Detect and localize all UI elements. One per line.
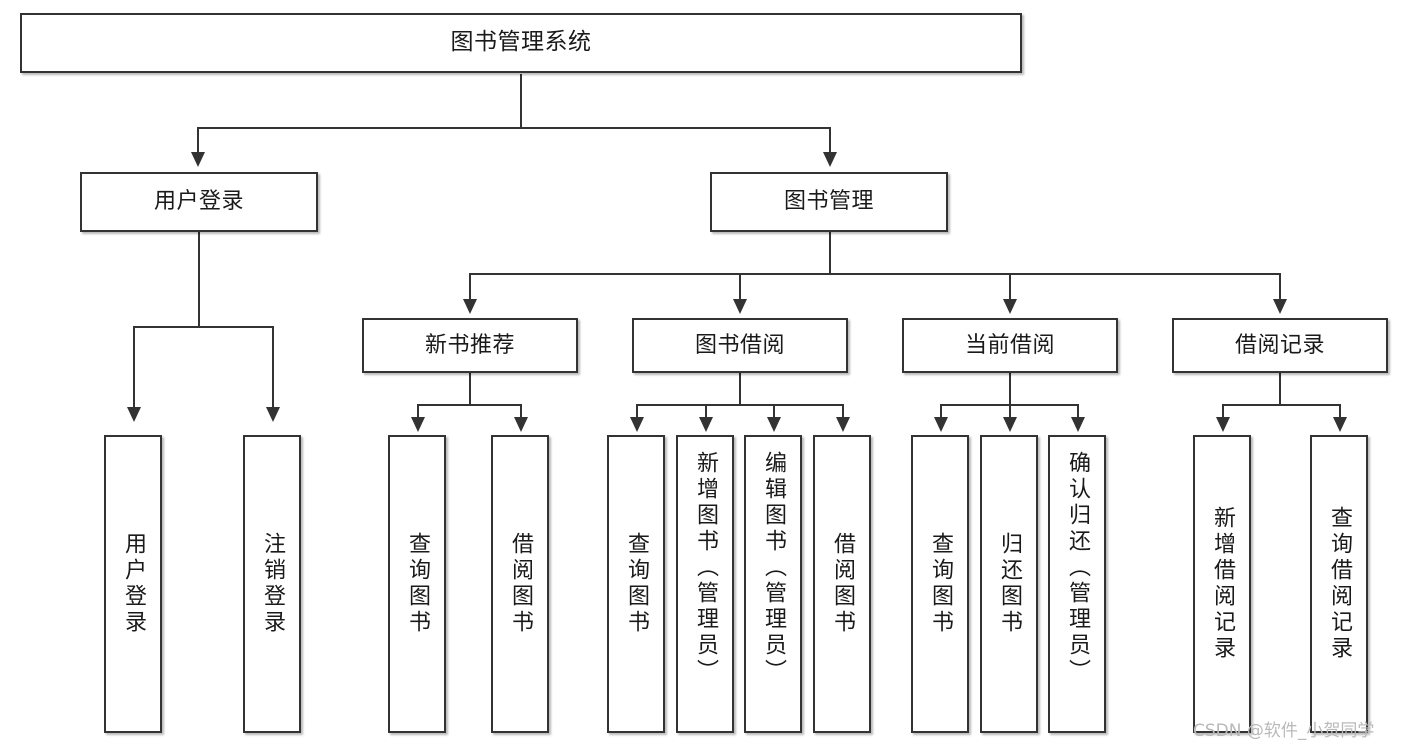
leaf-current-borrow-return-book[interactable]: 归还图书 <box>980 435 1038 733</box>
node-new-book-recommend[interactable]: 新书推荐 <box>362 318 578 373</box>
node-label: 借阅图书 <box>830 532 855 636</box>
node-book-borrow[interactable]: 图书借阅 <box>632 318 848 373</box>
node-label: 新书推荐 <box>424 332 515 358</box>
connector-new-book-bus <box>417 404 522 406</box>
connector-user-login-stem <box>198 232 200 327</box>
connector-borrow-record-bus <box>1222 404 1339 406</box>
leaf-borrow-record-add-record[interactable]: 新增借阅记录 <box>1193 435 1251 733</box>
node-label: 归还图书 <box>997 532 1022 636</box>
connector-book-borrow-leaf-4 <box>842 404 844 418</box>
arrow-current-borrow-leaf-1 <box>934 417 948 432</box>
node-label: 用户登录 <box>153 189 244 215</box>
arrow-user-login-leaf-2 <box>266 407 280 422</box>
arrow-book-mgmt-to-current <box>1003 299 1017 314</box>
node-label: 用户登录 <box>121 532 146 636</box>
leaf-book-borrow-query-book[interactable]: 查询图书 <box>607 435 665 733</box>
node-label: 编辑图书（管理员） <box>761 451 786 685</box>
connector-book-borrow-stem <box>739 373 741 405</box>
leaf-borrow-record-query-record[interactable]: 查询借阅记录 <box>1310 435 1368 733</box>
leaf-current-borrow-confirm-return-admin[interactable]: 确认归还（管理员） <box>1048 435 1106 733</box>
connector-user-login-leaf-2 <box>272 326 274 408</box>
leaf-user-login-logout[interactable]: 注销登录 <box>243 435 301 733</box>
leaf-current-borrow-query-book[interactable]: 查询图书 <box>911 435 969 733</box>
connector-new-book-leaf-2 <box>520 404 522 418</box>
node-label: 借阅图书 <box>508 532 533 636</box>
connector-root-stem <box>520 74 522 128</box>
connector-new-book-leaf-1 <box>417 404 419 418</box>
connector-borrow-record-leaf-2 <box>1339 404 1341 418</box>
leaf-new-book-borrow-book[interactable]: 借阅图书 <box>491 435 549 733</box>
node-label: 图书管理 <box>783 189 874 215</box>
connector-new-book-stem <box>469 373 471 405</box>
arrow-book-borrow-leaf-1 <box>630 417 644 432</box>
connector-root-to-user-login <box>197 127 199 153</box>
node-user-login[interactable]: 用户登录 <box>80 172 318 232</box>
connector-root-bus <box>197 127 831 129</box>
node-book-management[interactable]: 图书管理 <box>710 172 948 232</box>
arrow-borrow-record-leaf-1 <box>1216 417 1230 432</box>
connector-current-borrow-leaf-2 <box>1009 404 1011 418</box>
connector-current-borrow-stem <box>1009 373 1011 405</box>
arrow-new-book-leaf-2 <box>514 417 528 432</box>
arrow-book-mgmt-to-new-book <box>463 299 477 314</box>
connector-book-borrow-leaf-2 <box>705 404 707 418</box>
arrow-book-mgmt-to-borrow <box>733 299 747 314</box>
node-label: 新增图书（管理员） <box>693 451 718 685</box>
connector-user-login-bus <box>133 326 274 328</box>
node-label: 图书管理系统 <box>450 29 592 56</box>
csdn-watermark: CSDN @软件_小贺同学 <box>1193 721 1375 741</box>
node-label: 查询图书 <box>405 532 430 636</box>
connector-book-borrow-leaf-1 <box>636 404 638 418</box>
arrow-user-login-leaf-1 <box>127 407 141 422</box>
node-root-book-management-system[interactable]: 图书管理系统 <box>20 13 1022 73</box>
connector-book-mgmt-to-current <box>1009 273 1011 300</box>
leaf-user-login-user-login[interactable]: 用户登录 <box>104 435 162 733</box>
node-current-borrow[interactable]: 当前借阅 <box>902 318 1118 373</box>
leaf-book-borrow-borrow-book[interactable]: 借阅图书 <box>813 435 871 733</box>
connector-book-borrow-bus <box>636 404 844 406</box>
node-label: 借阅记录 <box>1234 332 1325 358</box>
node-label: 新增借阅记录 <box>1210 506 1235 662</box>
arrow-new-book-leaf-1 <box>411 417 425 432</box>
arrow-book-borrow-leaf-2 <box>699 417 713 432</box>
arrow-root-to-book-mgmt <box>823 152 837 167</box>
arrow-current-borrow-leaf-2 <box>1003 417 1017 432</box>
connector-root-to-book-mgmt <box>829 127 831 153</box>
leaf-new-book-query-book[interactable]: 查询图书 <box>388 435 446 733</box>
connector-user-login-leaf-1 <box>133 326 135 408</box>
arrow-book-mgmt-to-record <box>1273 299 1287 314</box>
arrow-root-to-user-login <box>191 152 205 167</box>
arrow-book-borrow-leaf-3 <box>767 417 781 432</box>
node-label: 注销登录 <box>260 532 285 636</box>
node-label: 查询借阅记录 <box>1327 506 1352 662</box>
connector-book-mgmt-bus <box>469 273 1280 275</box>
node-label: 确认归还（管理员） <box>1065 451 1090 685</box>
node-borrow-record[interactable]: 借阅记录 <box>1172 318 1388 373</box>
leaf-book-borrow-edit-book-admin[interactable]: 编辑图书（管理员） <box>744 435 802 733</box>
connector-borrow-record-leaf-1 <box>1222 404 1224 418</box>
node-label: 查询图书 <box>624 532 649 636</box>
connector-book-mgmt-to-record <box>1279 273 1281 300</box>
arrow-current-borrow-leaf-3 <box>1071 417 1085 432</box>
node-label: 当前借阅 <box>964 332 1055 358</box>
arrow-borrow-record-leaf-2 <box>1333 417 1347 432</box>
connector-book-mgmt-stem <box>829 232 831 274</box>
connector-book-mgmt-to-new-book <box>469 273 471 300</box>
node-label: 图书借阅 <box>694 332 785 358</box>
connector-book-borrow-leaf-3 <box>773 404 775 418</box>
node-label: 查询图书 <box>928 532 953 636</box>
connector-current-borrow-leaf-1 <box>940 404 942 418</box>
leaf-book-borrow-add-book-admin[interactable]: 新增图书（管理员） <box>676 435 734 733</box>
arrow-book-borrow-leaf-4 <box>836 417 850 432</box>
connector-borrow-record-stem <box>1279 373 1281 405</box>
connector-book-mgmt-to-borrow <box>739 273 741 300</box>
connector-current-borrow-leaf-3 <box>1077 404 1079 418</box>
